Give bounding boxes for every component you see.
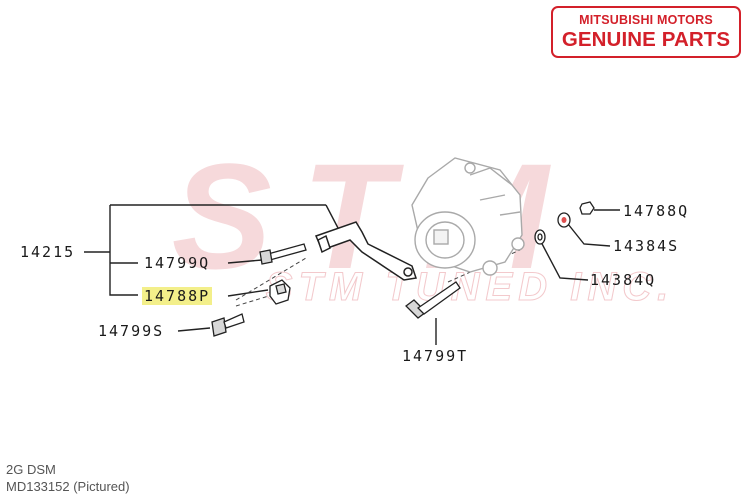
leader-14788P (227, 289, 269, 297)
adjusting-bar (314, 221, 417, 281)
label-14788P: 14788P (142, 287, 213, 305)
bolt-14799S (211, 313, 245, 337)
footer-model: 2G DSM (6, 462, 56, 477)
badge-line1: MITSUBISHI MOTORS (579, 13, 713, 27)
label-14788Q: 14788Q (623, 202, 690, 220)
label-14799T: 14799T (402, 347, 469, 365)
bolt-14799Q (259, 243, 307, 265)
leader-14215-arm (325, 204, 339, 229)
bolt-14799T (405, 281, 461, 319)
watermark-small-text: STM TUNED INC. (266, 265, 674, 309)
badge-line2: GENUINE PARTS (561, 28, 731, 51)
right-fasteners (534, 201, 595, 245)
nut-14788P (269, 279, 291, 305)
leader-14799S (177, 327, 211, 332)
label-14799S: 14799S (98, 322, 165, 340)
bracket-14215-group (109, 205, 138, 296)
alternator (411, 157, 525, 276)
leader-lines (84, 204, 620, 345)
leader-14384Q (539, 239, 589, 281)
footer-part-number: MD133152 (Pictured) (6, 479, 130, 494)
label-14215: 14215 (20, 243, 76, 261)
label-14799Q: 14799Q (144, 254, 211, 272)
label-14384S: 14384S (613, 237, 680, 255)
label-14384Q: 14384Q (590, 271, 657, 289)
leader-14384S (567, 223, 611, 247)
label-14788P-highlight: 14788P (142, 287, 213, 305)
leader-14799Q (227, 259, 263, 264)
genuine-parts-badge: MITSUBISHI MOTORS GENUINE PARTS (551, 6, 741, 58)
